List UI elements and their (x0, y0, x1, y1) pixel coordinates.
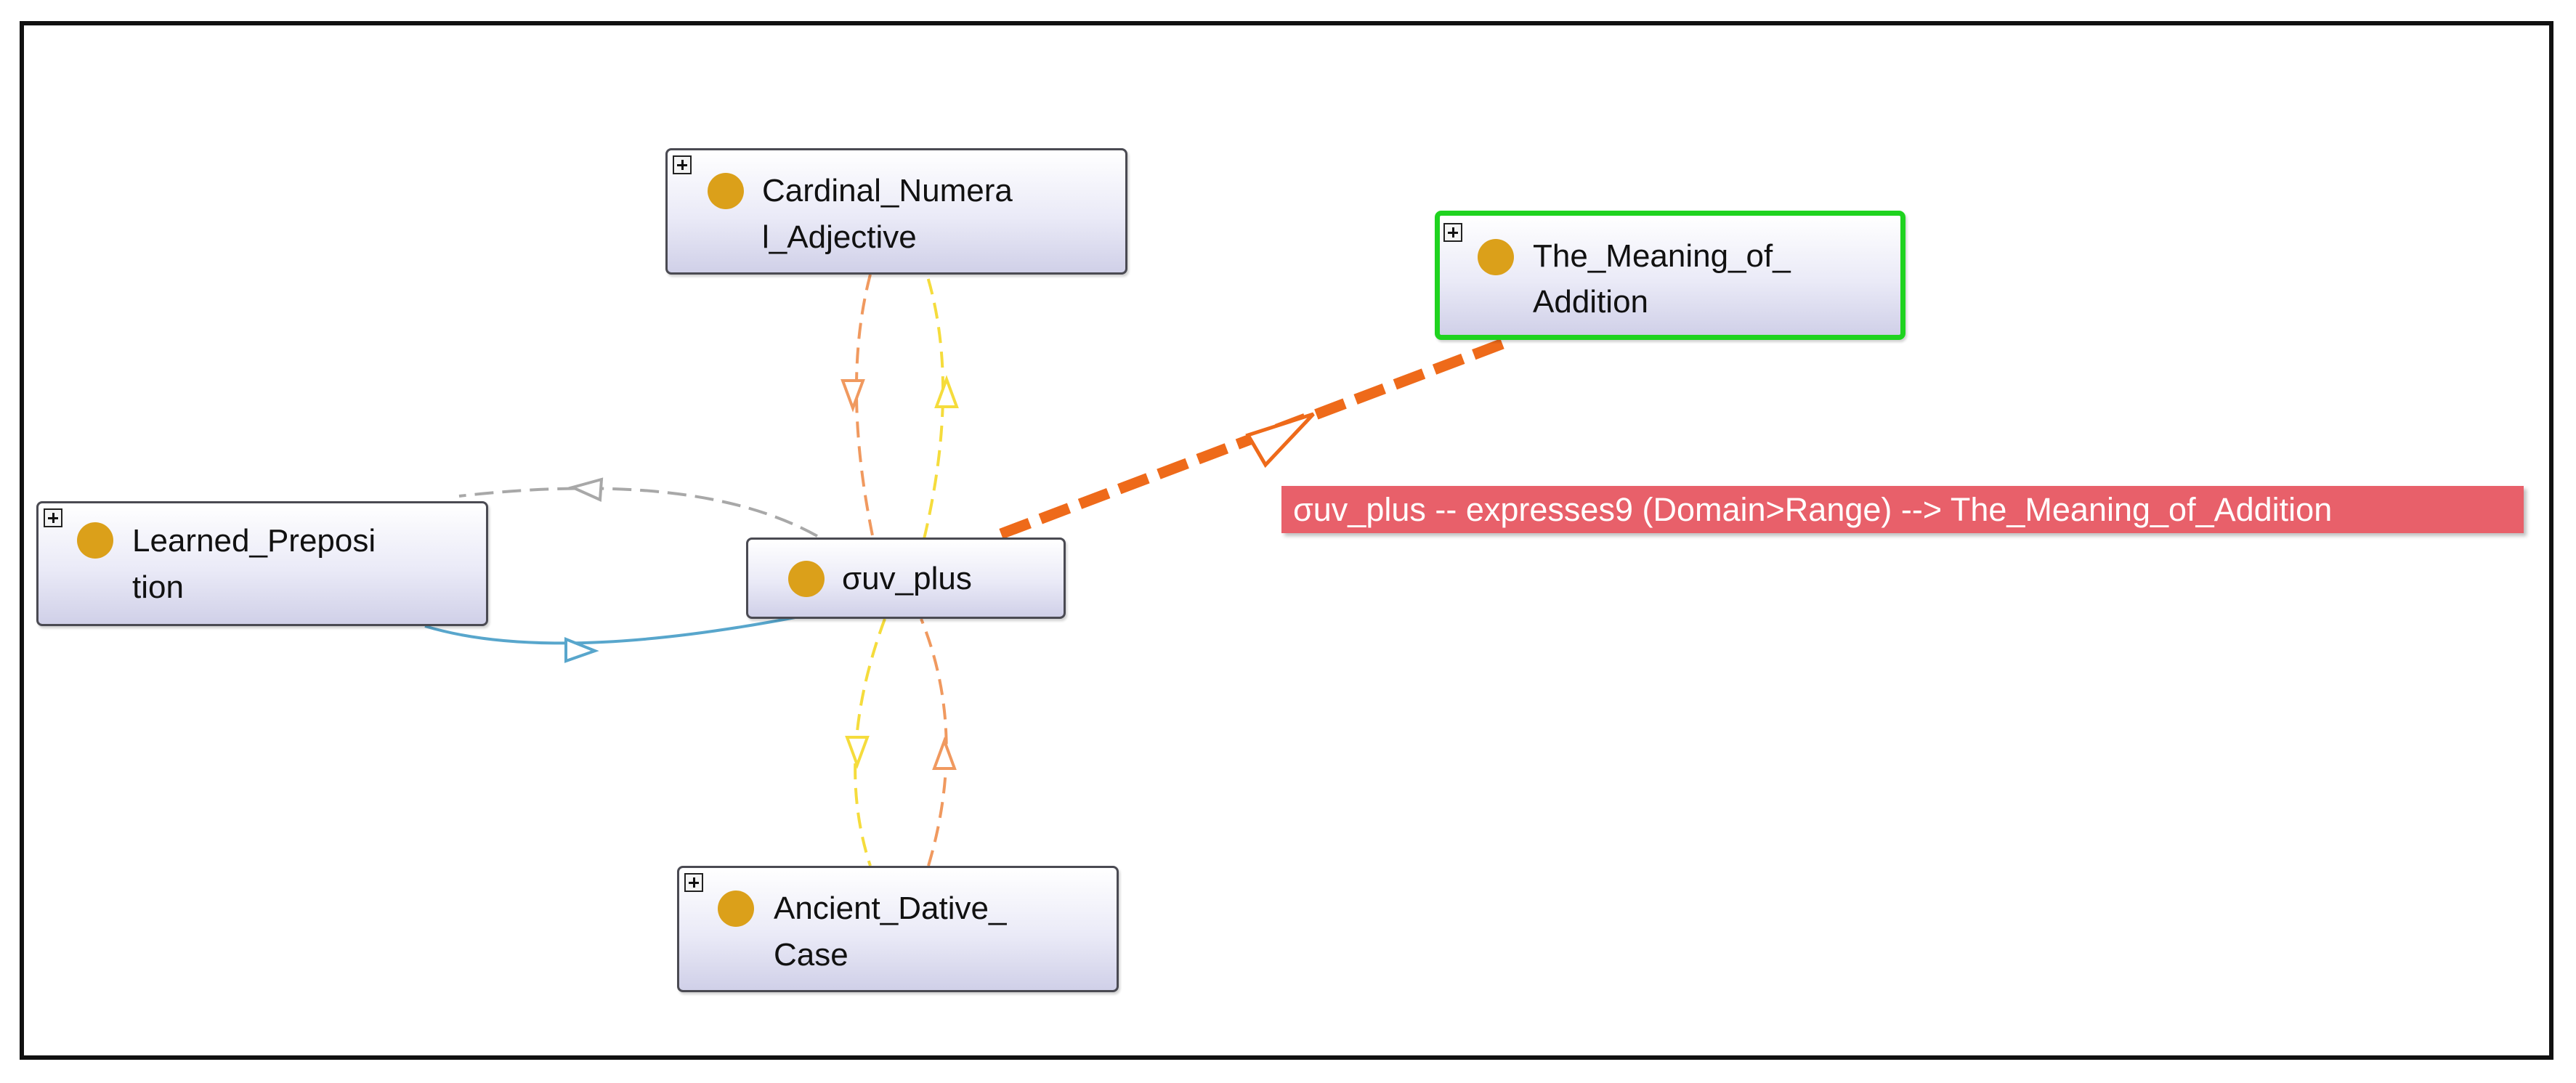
class-circle-icon (708, 173, 744, 209)
expand-plus-icon[interactable] (684, 873, 703, 892)
class-circle-icon (77, 522, 113, 559)
edge-cardinal-to-center[interactable] (855, 274, 875, 540)
expand-plus-icon[interactable] (1443, 223, 1462, 242)
arrowhead-up (932, 737, 957, 770)
node-cardinal-numeral-adjective[interactable]: Cardinal_Numera l_Adjective (665, 148, 1127, 275)
expand-plus-icon[interactable] (44, 508, 62, 527)
node-learned-preposition[interactable]: Learned_Preposi tion (36, 501, 488, 626)
arrowhead-left (568, 477, 604, 502)
arrowhead-down (845, 736, 870, 769)
node-label-line2: l_Adjective (762, 219, 917, 255)
edge-learned-to-center[interactable] (424, 614, 803, 645)
edge-tooltip: σuv_plus -- expresses9 (Domain>Range) --… (1281, 486, 2524, 533)
edge-center-to-cardinal[interactable] (923, 274, 944, 540)
node-label-line2: Case (774, 937, 848, 973)
arrowhead-down (841, 379, 865, 413)
node-label-line2: Addition (1533, 284, 1649, 320)
edge-dative-to-center[interactable] (920, 618, 948, 867)
arrowhead-right-highlighted (1245, 412, 1315, 469)
expand-plus-icon[interactable] (673, 155, 692, 174)
individual-circle-icon (788, 561, 825, 597)
node-the-meaning-of-addition[interactable]: The_Meaning_of_ Addition (1435, 211, 1905, 340)
node-ancient-dative-case[interactable]: Ancient_Dative_ Case (677, 866, 1119, 992)
node-label: σuv_plus (842, 561, 972, 596)
arrowhead-right (564, 637, 599, 663)
node-label-line2: tion (132, 569, 184, 605)
node-label-line1: Ancient_Dative_ (774, 891, 1007, 926)
node-label-line1: Learned_Preposi (132, 523, 376, 559)
arrowhead-up (934, 375, 959, 408)
node-label-line1: The_Meaning_of_ (1533, 238, 1791, 274)
node-label-line1: Cardinal_Numera (762, 173, 1013, 208)
edge-center-to-learned[interactable] (458, 487, 818, 538)
class-circle-icon (718, 891, 754, 927)
node-center-individual[interactable]: σuv_plus (746, 538, 1066, 619)
class-circle-icon (1478, 239, 1514, 275)
